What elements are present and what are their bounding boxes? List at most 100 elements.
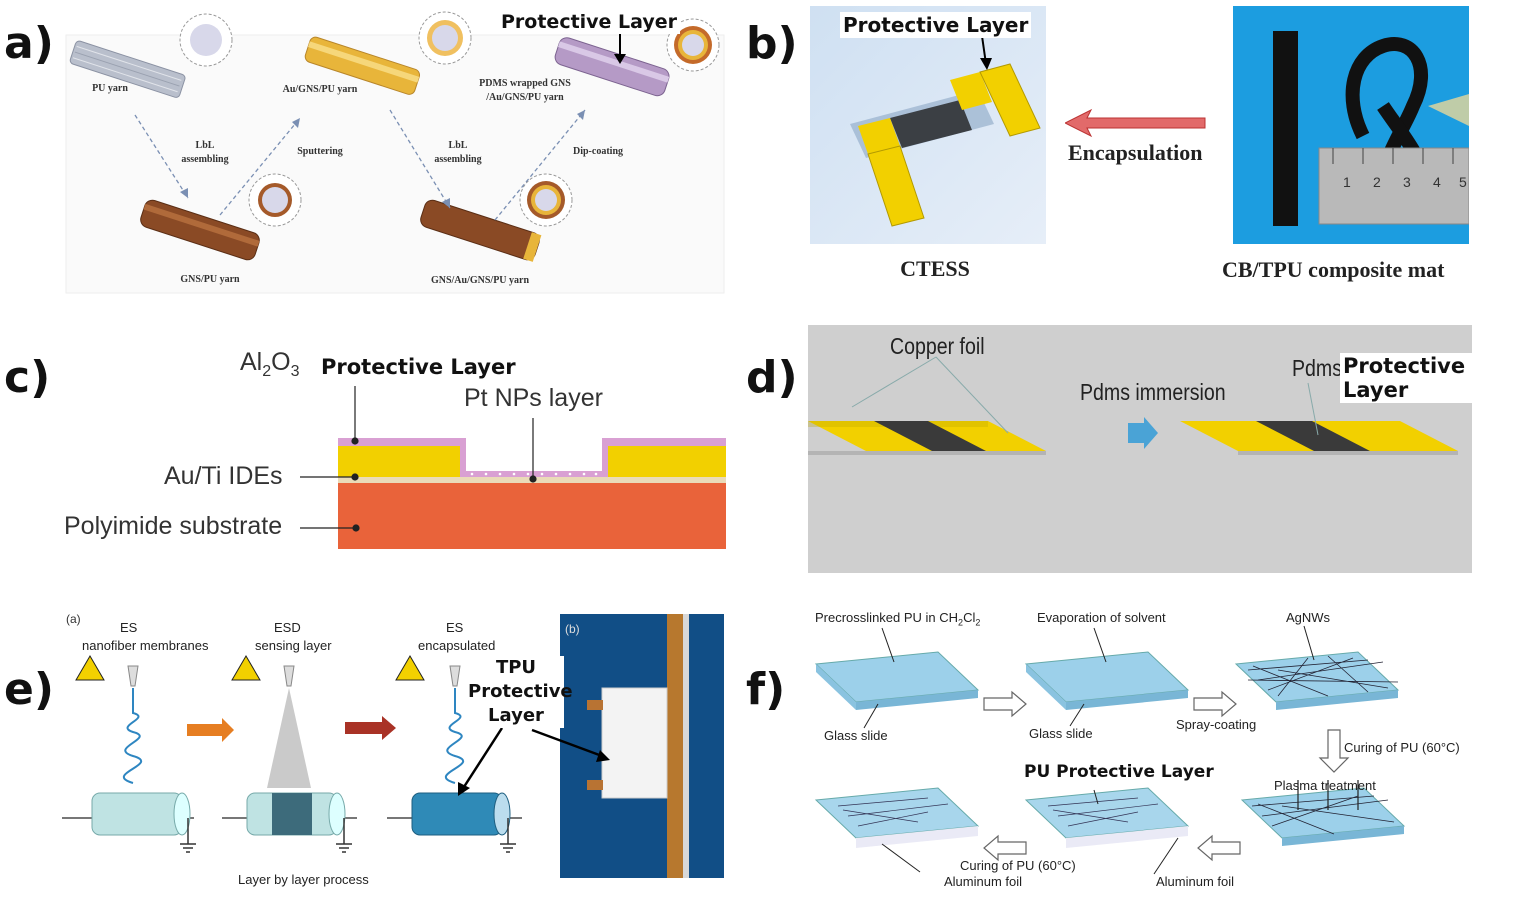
pdms-yarn-label-2: /Au/GNS/PU yarn (486, 92, 564, 103)
pu-yarn (69, 40, 186, 98)
ctess-caption: CTESS (900, 256, 970, 281)
panel-d-letter: d) (746, 352, 798, 403)
curing-label-2: Curing of PU (60°C) (960, 858, 1076, 873)
panel-d-diagram (808, 356, 1458, 455)
slab-4 (814, 787, 980, 848)
gns-pu-yarn (140, 199, 260, 261)
sputtering-step: Sputtering (297, 146, 343, 157)
encapsulation-label: Encapsulation (1068, 140, 1203, 165)
polyimide-substrate (338, 483, 726, 549)
lbl-step-2-line1: LbL (448, 140, 468, 151)
au-ti-ides-label: Au/Ti IDEs (164, 462, 283, 490)
gns-au-gns-pu-yarn (420, 199, 542, 262)
layer-process-label: Layer by layer process (238, 872, 369, 887)
copper-foil-label: Copper foil (890, 333, 985, 359)
precrosslinked-label: Precrosslinked PU in CH2Cl2 (815, 610, 981, 628)
ruler-tick-3: 3 (1403, 174, 1411, 190)
glass-slide-label-2: Glass slide (1029, 726, 1093, 741)
panel-a-diagram (65, 11, 725, 294)
pdms-label: Pdms (1292, 355, 1342, 381)
pu-yarn-label: PU yarn (92, 83, 128, 94)
aluminum-foil-label-2: Aluminum foil (1156, 874, 1235, 889)
pu-protective-layer-label: PU Protective Layer (1024, 762, 1214, 782)
cb-tpu-photo: 1 2 3 4 5 (1233, 6, 1470, 244)
ide-left (338, 446, 460, 477)
panel-a-arrows (134, 109, 586, 221)
pt-nps-label: Pt NPs layer (464, 384, 603, 412)
panel-f-arrows (983, 690, 1350, 862)
panel-e: (a) (b) ES nanofiber membranes ESD sensi… (62, 608, 730, 892)
au-gns-pu-yarn (304, 36, 421, 95)
panel-b-protective-layer-label: Protective Layer (840, 12, 1032, 38)
black-ribbon (1345, 37, 1429, 198)
lbl-step-1-line2: assembling (181, 154, 229, 165)
panel-e-diagram (62, 614, 724, 878)
fiber-jet-1 (123, 688, 142, 784)
fiber-jet-2 (445, 688, 464, 784)
ruler-tick-1: 1 (1343, 174, 1351, 190)
spray-coating-label: Spray-coating (1176, 717, 1257, 732)
panel-c: Al2O3 Protective Layer Pt NPs layer Au/T… (60, 340, 730, 555)
agnws-label: AgNWs (1286, 610, 1331, 625)
lbl-step-1-line1: LbL (195, 140, 215, 151)
ctess-image: Protective Layer (810, 6, 1046, 244)
black-strip (1273, 31, 1298, 226)
high-voltage-icons (75, 655, 425, 681)
panel-c-diagram (300, 386, 726, 549)
gns-au-gns-pu-yarn-label: GNS/Au/GNS/PU yarn (430, 275, 530, 286)
dip-coating-step: Dip-coating (573, 146, 623, 157)
panel-a-letter: a) (4, 18, 54, 69)
encapsulation-arrow (1065, 108, 1206, 138)
panel-e-letter: e) (4, 664, 54, 715)
sensor-center-right (1256, 421, 1370, 451)
panel-d-protective-layer-label: Protective Layer (1340, 353, 1472, 403)
aluminum-foil-label-1: Aluminum foil (944, 874, 1023, 889)
slab-1 (814, 651, 980, 710)
pt-layer (466, 471, 602, 477)
es-label-1b: nanofiber membranes (82, 638, 209, 653)
ruler-tick-2: 2 (1373, 174, 1381, 190)
ruler-tick-4: 4 (1433, 174, 1441, 190)
slab-2 (1024, 651, 1190, 710)
panel-c-protective-layer-label: Protective Layer (318, 354, 519, 380)
slab-5 (1024, 787, 1190, 848)
ruler (1318, 147, 1470, 225)
sensor-strip (890, 100, 972, 148)
evaporation-label: Evaporation of solvent (1037, 610, 1166, 625)
right-electrode (979, 63, 1041, 137)
lbl-step-2-line2: assembling (434, 154, 482, 165)
process-arrow-2 (345, 716, 396, 740)
slab-3 (1234, 651, 1400, 710)
process-arrow-1 (187, 718, 234, 742)
spray-cone (267, 688, 311, 788)
slab-6 (1240, 780, 1406, 846)
esd-label-b: sensing layer (255, 638, 332, 653)
immersion-arrow-icon (1128, 417, 1158, 449)
glass-slide-label-1: Glass slide (824, 728, 888, 743)
left-electrode (867, 145, 925, 227)
pdms-immersion-label: Pdms immersion (1080, 379, 1226, 405)
tpu-label: TPU Protective Layer (468, 656, 573, 728)
cb-tpu-caption: CB/TPU composite mat (1222, 257, 1445, 282)
esd-label: ESD (274, 620, 301, 635)
al2o3-label: Al2O3 (240, 348, 300, 380)
gns-pu-yarn-label: GNS/PU yarn (180, 274, 240, 285)
curing-label-1: Curing of PU (60°C) (1344, 740, 1460, 755)
au-gns-pu-yarn-label: Au/GNS/PU yarn (282, 84, 358, 95)
pdms-wrapped-yarn (554, 37, 670, 97)
panel-b-letter: b) (746, 18, 798, 69)
panel-f-diagram (814, 625, 1406, 875)
pdms-yarn-label-1: PDMS wrapped GNS (479, 78, 571, 89)
ide-right (608, 446, 726, 477)
es-label-1: ES (120, 620, 138, 635)
panel-d: Copper foil Pdms immersion Pdms Protecti… (808, 325, 1472, 573)
ruler-tick-5: 5 (1459, 174, 1467, 190)
panel-f-letter: f) (746, 664, 786, 715)
plasma-label: Plasma treatment (1274, 778, 1376, 793)
panel-c-letter: c) (4, 352, 51, 403)
sub-label-a: (a) (66, 612, 81, 626)
polyimide-label: Polyimide substrate (64, 512, 283, 540)
es-label-2b: encapsulated (418, 638, 496, 653)
panel-a-protective-layer-label: Protective Layer (498, 10, 681, 34)
sub-label-b: (b) (565, 622, 580, 636)
